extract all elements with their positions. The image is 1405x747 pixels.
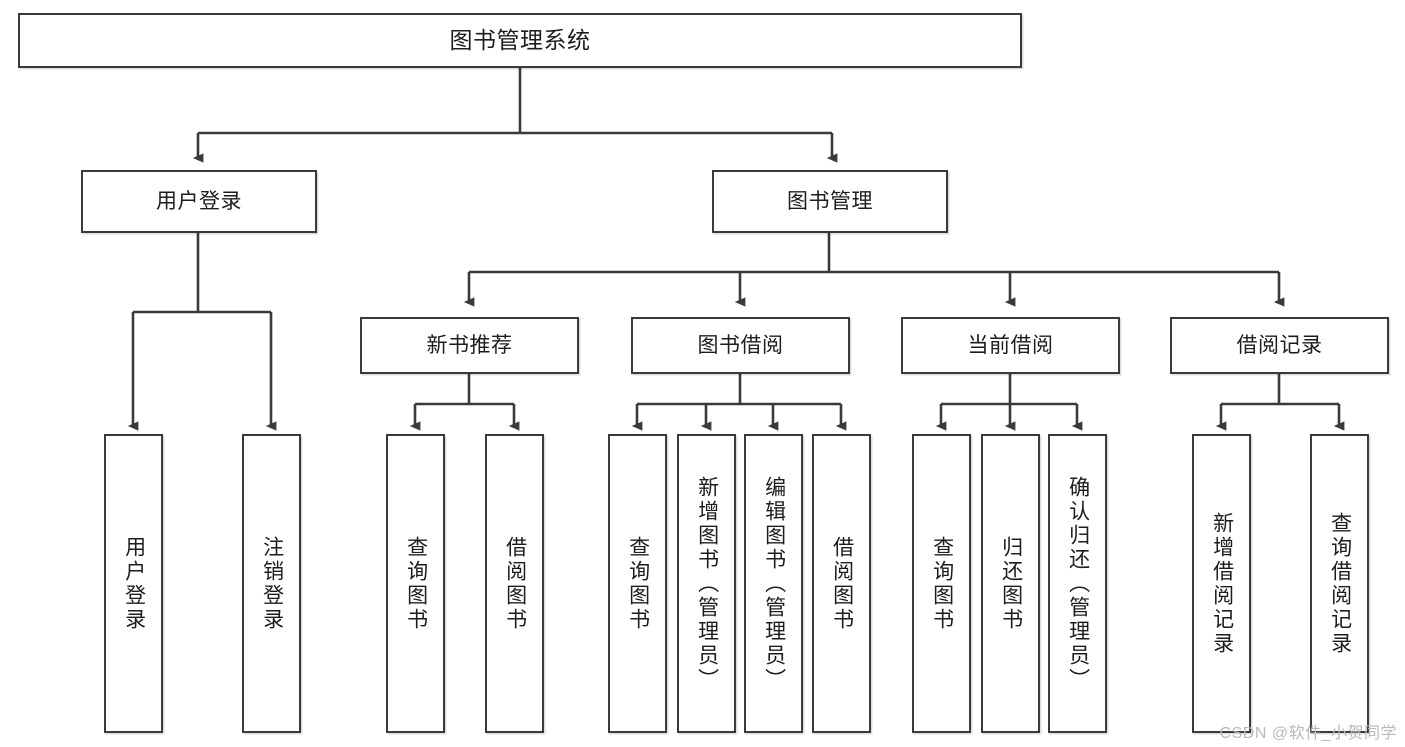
leaf-add-book-admin[interactable]: 新增图书（管理员）: [677, 434, 736, 733]
leaf-user-login[interactable]: 用户登录: [104, 434, 163, 733]
node-user-login[interactable]: 用户登录: [81, 170, 317, 233]
node-label: 编辑图书（管理员）: [762, 475, 786, 692]
node-label: 查询图书: [404, 535, 428, 632]
node-root-book-management-system[interactable]: 图书管理系统: [18, 13, 1022, 68]
node-label: 当前借阅: [967, 333, 1054, 357]
node-book-management[interactable]: 图书管理: [712, 170, 948, 233]
node-label: 用户登录: [122, 535, 146, 632]
node-label: 借阅图书: [503, 535, 527, 632]
watermark-text: CSDN @软件_小贺同学: [1219, 725, 1397, 742]
leaf-edit-book-admin[interactable]: 编辑图书（管理员）: [744, 434, 803, 733]
node-label: 图书借阅: [697, 333, 784, 357]
node-label: 归还图书: [999, 535, 1023, 632]
leaf-borrow-book-new-book[interactable]: 借阅图书: [485, 434, 544, 733]
node-label: 新增借阅记录: [1210, 511, 1234, 656]
node-label: 用户登录: [156, 189, 242, 213]
node-label: 确认归还（管理员）: [1066, 475, 1090, 692]
leaf-query-book-borrowing[interactable]: 查询图书: [608, 434, 667, 733]
node-label: 新书推荐: [426, 333, 513, 357]
node-book-borrowing[interactable]: 图书借阅: [631, 317, 850, 374]
node-label: 借阅图书: [830, 535, 854, 632]
node-label: 查询图书: [626, 535, 650, 632]
node-label: 图书管理: [787, 189, 873, 213]
node-new-book-recommendation[interactable]: 新书推荐: [360, 317, 579, 374]
node-label: 借阅记录: [1236, 333, 1323, 357]
node-current-borrowing[interactable]: 当前借阅: [901, 317, 1120, 374]
leaf-query-book-new-book[interactable]: 查询图书: [386, 434, 445, 733]
node-borrowing-records[interactable]: 借阅记录: [1170, 317, 1389, 374]
node-label: 图书管理系统: [449, 26, 591, 53]
node-label: 注销登录: [260, 535, 284, 632]
leaf-query-book-current[interactable]: 查询图书: [912, 434, 971, 733]
leaf-query-borrowing-record[interactable]: 查询借阅记录: [1310, 434, 1369, 733]
leaf-user-logout[interactable]: 注销登录: [242, 434, 301, 733]
leaf-borrow-book-borrowing[interactable]: 借阅图书: [812, 434, 871, 733]
leaf-return-book[interactable]: 归还图书: [981, 434, 1040, 733]
leaf-add-borrowing-record[interactable]: 新增借阅记录: [1192, 434, 1251, 733]
node-label: 新增图书（管理员）: [695, 475, 719, 692]
node-label: 查询图书: [930, 535, 954, 632]
leaf-confirm-return-admin[interactable]: 确认归还（管理员）: [1048, 434, 1107, 733]
node-label: 查询借阅记录: [1328, 511, 1352, 656]
